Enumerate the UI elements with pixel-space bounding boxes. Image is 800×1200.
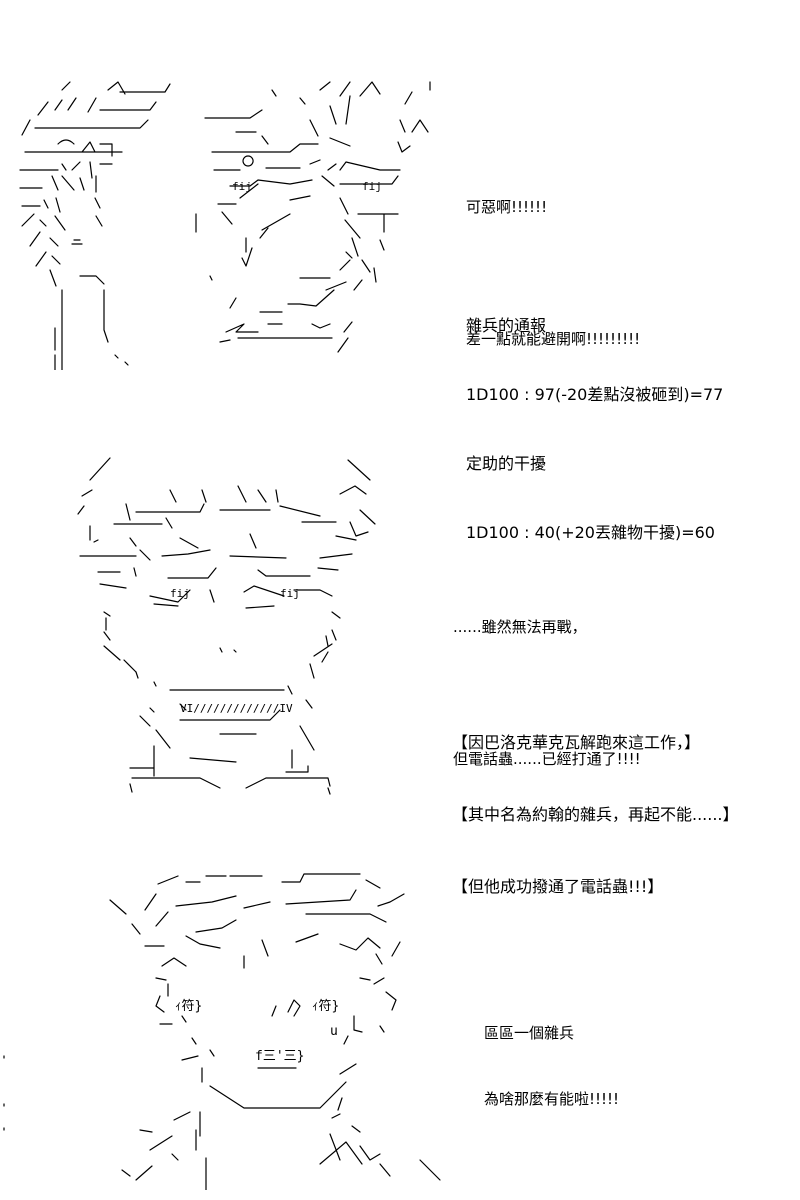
p3-eye-right: ｨ符} bbox=[312, 998, 339, 1014]
p2-fij-right: fij bbox=[280, 587, 300, 600]
p1-fij-right: fij bbox=[362, 180, 382, 193]
panel3-ascii-art: ｨ符} ｨ符} f三'三} u bbox=[3, 873, 441, 1190]
panel1-left-figure bbox=[19, 81, 171, 370]
p2-teeth-text: VI/////////////IV bbox=[180, 702, 293, 715]
roll-result-soldier: 1D100 : 97(-20差點沒被砸到)=77 bbox=[466, 385, 724, 404]
narration-line-2: 【其中名為約翰的雜兵，再起不能......】 bbox=[452, 805, 739, 824]
roll-label-soldier: 雜兵的通報 bbox=[466, 316, 547, 335]
panel3-face bbox=[3, 873, 441, 1190]
p3-mouth-text: f三'三} bbox=[255, 1049, 304, 1064]
roll-label-josuke: 定助的干擾 bbox=[466, 454, 547, 473]
panel1-ascii-art: fij fij bbox=[19, 81, 431, 370]
panel3-line-2: 為啥那麼有能啦!!!!! bbox=[484, 1090, 620, 1108]
p1-fij-left: fij bbox=[232, 180, 252, 193]
panel2-line-1: ......雖然無法再戰， bbox=[453, 618, 587, 636]
panel1-line-1: 可惡啊!!!!!! bbox=[466, 198, 548, 216]
narration-line-3: 【但他成功撥通了電話蟲!!!】 bbox=[452, 877, 664, 896]
p2-fij-left: fij bbox=[170, 587, 190, 600]
panel2-dialogue: ......雖然無法再戰， 但電話蟲......已經打通了!!!! bbox=[453, 572, 641, 792]
panel3-line-1: 區區一個雜兵 bbox=[484, 1024, 575, 1042]
panel2-narration: 【因巴洛克華克瓦解跑來這工作，】 【其中名為約翰的雜兵，再起不能......】 … bbox=[452, 683, 739, 923]
panel2-ascii-art: fij fij VI/////////////IV bbox=[77, 457, 376, 795]
panel1-right-figure bbox=[195, 81, 431, 353]
narration-line-1: 【因巴洛克華克瓦解跑來這工作，】 bbox=[452, 733, 701, 752]
panel2-face bbox=[77, 457, 376, 795]
panel1-line-3: 差一點就能避開啊!!!!!!!!! bbox=[466, 330, 641, 348]
panel1-roll-results: 雜兵的通報 1D100 : 97(-20差點沒被砸到)=77 定助的干擾 1D1… bbox=[466, 268, 723, 567]
panel1-dialogue: 可惡啊!!!!!! 差一點就能避開啊!!!!!!!!! bbox=[466, 152, 640, 372]
p3-eye-left: ｨ符} bbox=[175, 998, 202, 1014]
roll-result-josuke: 1D100 : 40(+20丟雜物干擾)=60 bbox=[466, 523, 715, 542]
panel2-line-3: 但電話蟲......已經打通了!!!! bbox=[453, 750, 641, 768]
panel3-dialogue: 區區一個雜兵 為啥那麼有能啦!!!!! bbox=[484, 978, 619, 1132]
p3-u-text: u bbox=[330, 1024, 338, 1039]
